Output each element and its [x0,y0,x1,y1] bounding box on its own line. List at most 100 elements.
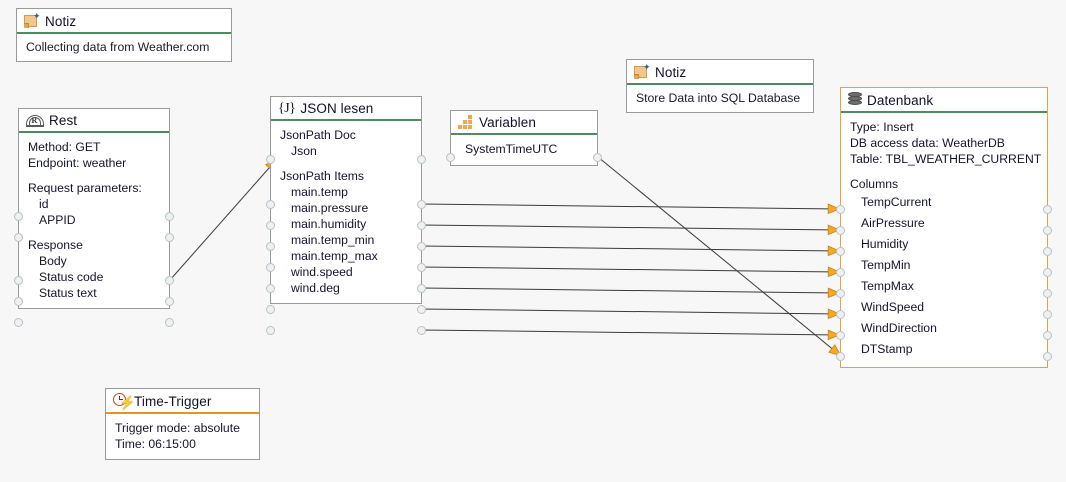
port-db-out-humidity[interactable] [1043,247,1052,256]
port-rest-out-body[interactable] [165,276,174,285]
rest-param-id: id [39,197,49,211]
port-db-in-airpressure[interactable] [836,226,845,235]
port-json-in-wind-speed[interactable] [266,305,275,314]
json-item-main-pressure: main.pressure [291,201,369,215]
rest-icon: R [26,114,44,128]
port-json-in-main-temp[interactable] [266,200,275,209]
port-json-in-wind-deg[interactable] [266,326,275,335]
port-variablen-in-systemtimeutc[interactable] [446,153,455,162]
port-variablen-out-systemtimeutc[interactable] [593,153,602,162]
rest-method: Method: GET [28,140,101,154]
wire-systemtimeutc-to-dtstamp [597,156,841,356]
node-variablen[interactable]: Variablen SystemTimeUTC [446,110,602,166]
rest-response-header: Response [28,238,83,252]
rest-request-params-header: Request parameters: [28,181,142,195]
port-db-out-dtstamp[interactable] [1043,352,1052,361]
port-json-out-json[interactable] [417,155,426,164]
port-db-in-humidity[interactable] [836,247,845,256]
wire-main-temp-max-to-tempmax [420,287,840,293]
json-items-header: JsonPath Items [280,169,364,183]
port-rest-in-id[interactable] [14,212,23,221]
datenbank-column-humidity: Humidity [861,237,909,251]
port-json-out-main-temp-min[interactable] [417,263,426,272]
json-item-wind-deg: wind.deg [291,281,340,295]
node-body: Trigger mode: absolute Time: 06:15:00 [106,414,259,459]
port-db-out-tempmin[interactable] [1043,268,1052,277]
port-db-in-winddirection[interactable] [836,331,845,340]
node-title: Variablen [479,115,536,130]
port-rest-out-status-code[interactable] [165,297,174,306]
port-json-out-main-humidity[interactable] [417,242,426,251]
json-icon: {J} [278,101,296,116]
wire-rest-body-to-json [169,159,277,281]
port-db-in-dtstamp[interactable] [836,352,845,361]
port-db-out-windspeed[interactable] [1043,310,1052,319]
note-icon: ✦ [634,63,651,80]
node-title: Time-Trigger [134,393,212,409]
rest-endpoint: Endpoint: weather [28,156,127,170]
variables-icon [458,114,474,130]
port-json-in-main-humidity[interactable] [266,242,275,251]
port-db-out-winddirection[interactable] [1043,331,1052,340]
datenbank-type: Type: Insert [850,120,914,134]
port-rest-in-appid[interactable] [14,233,23,242]
datenbank-column-tempcurrent: TempCurrent [861,195,932,209]
port-rest-out-appid[interactable] [165,233,174,242]
node-body: JsonPath Doc Json JsonPath Items main.te… [271,121,421,303]
port-rest-in-status-code[interactable] [14,297,23,306]
port-json-in-main-temp-max[interactable] [266,284,275,293]
wire-wind-speed-to-windspeed [420,308,840,314]
wire-main-temp-to-tempcurrent [420,203,840,209]
port-json-out-main-pressure[interactable] [417,221,426,230]
node-datenbank[interactable]: Datenbank Type: Insert DB access data: W… [836,87,1052,368]
port-json-in-main-pressure[interactable] [266,221,275,230]
port-json-in-json[interactable] [266,155,275,164]
node-json-lesen[interactable]: {J} JSON lesen JsonPath Doc Json JsonPat… [266,96,426,335]
port-rest-in-status-text[interactable] [14,318,23,327]
node-header: ✦ Notiz [17,9,231,34]
note-icon: ✦ [24,12,41,29]
port-db-in-tempmin[interactable] [836,268,845,277]
database-icon [848,92,862,108]
node-header: ✦ Notiz [627,60,813,85]
port-json-out-main-temp-max[interactable] [417,284,426,293]
datenbank-column-tempmin: TempMin [861,258,911,272]
rest-param-appid: APPID [39,213,76,227]
json-doc-header: JsonPath Doc [280,128,356,142]
port-json-out-main-temp[interactable] [417,200,426,209]
port-rest-in-body[interactable] [14,276,23,285]
node-rest[interactable]: R Rest Method: GET Endpoint: weather Req… [14,108,174,327]
node-title: Rest [49,113,78,128]
port-db-out-tempcurrent[interactable] [1043,205,1052,214]
port-rest-out-status-text[interactable] [165,318,174,327]
port-json-out-wind-deg[interactable] [417,326,426,335]
port-db-in-tempmax[interactable] [836,289,845,298]
port-db-out-tempmax[interactable] [1043,289,1052,298]
port-db-in-windspeed[interactable] [836,310,845,319]
json-item-main-temp-min: main.temp_min [291,233,375,247]
rest-response-body: Body [39,254,67,268]
port-json-in-main-temp-min[interactable] [266,263,275,272]
port-json-out-wind-speed[interactable] [417,305,426,314]
node-time-trigger[interactable]: ⚡ Time-Trigger Trigger mode: absolute Ti… [105,388,260,460]
wire-main-pressure-to-airpressure [420,224,840,230]
node-header: R Rest [19,109,169,133]
json-item-wind-speed: wind.speed [291,265,353,279]
port-rest-out-id[interactable] [165,212,174,221]
node-title: JSON lesen [300,101,374,116]
datenbank-column-airpressure: AirPressure [861,216,925,230]
node-body: SystemTimeUTC [451,135,597,165]
port-db-out-airpressure[interactable] [1043,226,1052,235]
wire-main-humidity-to-humidity [420,245,840,251]
node-note-weather[interactable]: ✦ Notiz Collecting data from Weather.com [16,8,232,62]
node-note-sql[interactable]: ✦ Notiz Store Data into SQL Database [626,59,814,113]
port-db-in-tempcurrent[interactable] [836,205,845,214]
datenbank-access-data: DB access data: WeatherDB [850,136,1005,150]
json-item-main-temp: main.temp [291,185,348,199]
trigger-time: Time: 06:15:00 [115,437,196,451]
node-body: Type: Insert DB access data: WeatherDB T… [841,113,1047,367]
datenbank-columns-header: Columns [850,177,899,191]
json-item-main-humidity: main.humidity [291,217,367,231]
clock-trigger-icon: ⚡ [113,393,135,409]
